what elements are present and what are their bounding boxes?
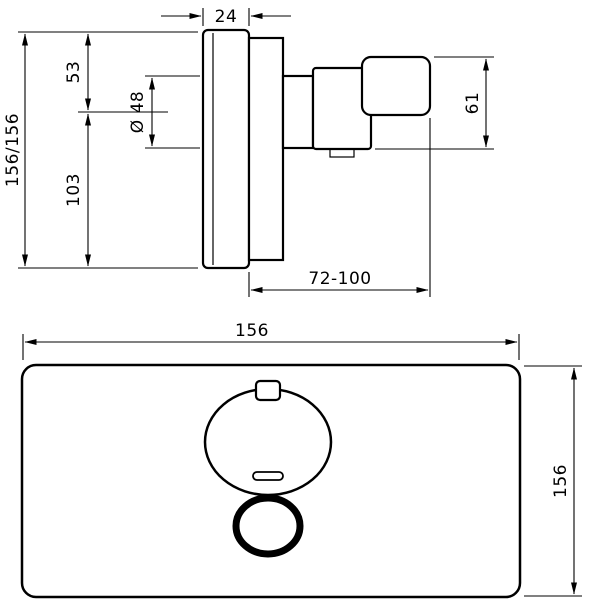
valve-sleeve bbox=[281, 74, 315, 150]
select-button-ring bbox=[232, 494, 304, 558]
dim-label-top-offset: 53 bbox=[64, 61, 84, 84]
handle-lever bbox=[360, 55, 432, 117]
side-view bbox=[201, 28, 432, 270]
dim-label-depth-range: 72-100 bbox=[308, 269, 371, 289]
dim-label-valve-diameter: Ø 48 bbox=[128, 91, 148, 133]
side-plate-rear bbox=[247, 36, 285, 262]
dim-top-offset: 53 bbox=[64, 33, 168, 113]
dial-slot-marker bbox=[252, 471, 284, 481]
dim-plate-width: 156 bbox=[22, 321, 520, 360]
dim-plate-height: 156 bbox=[524, 365, 582, 597]
front-view bbox=[20, 363, 522, 599]
dim-valve-diameter: Ø 48 bbox=[128, 75, 200, 149]
dim-depth-range: 72-100 bbox=[248, 118, 431, 297]
dim-label-handle-height: 61 bbox=[463, 92, 483, 115]
dim-label-plate-depth: 24 bbox=[215, 7, 238, 27]
dim-overall-height: 156/156 bbox=[3, 31, 198, 269]
valve-foot-detail bbox=[329, 148, 355, 158]
dim-plate-depth: 24 bbox=[161, 7, 291, 27]
dim-label-bottom-offset: 103 bbox=[64, 173, 84, 207]
dim-handle-height: 61 bbox=[375, 56, 494, 150]
dim-label-plate-width: 156 bbox=[235, 321, 269, 341]
handle-dial-tab bbox=[254, 379, 282, 402]
dim-bottom-offset: 103 bbox=[64, 113, 91, 267]
dim-label-overall-height: 156/156 bbox=[3, 113, 23, 187]
dim-label-plate-height: 156 bbox=[551, 464, 571, 498]
side-plate-front bbox=[201, 28, 251, 270]
